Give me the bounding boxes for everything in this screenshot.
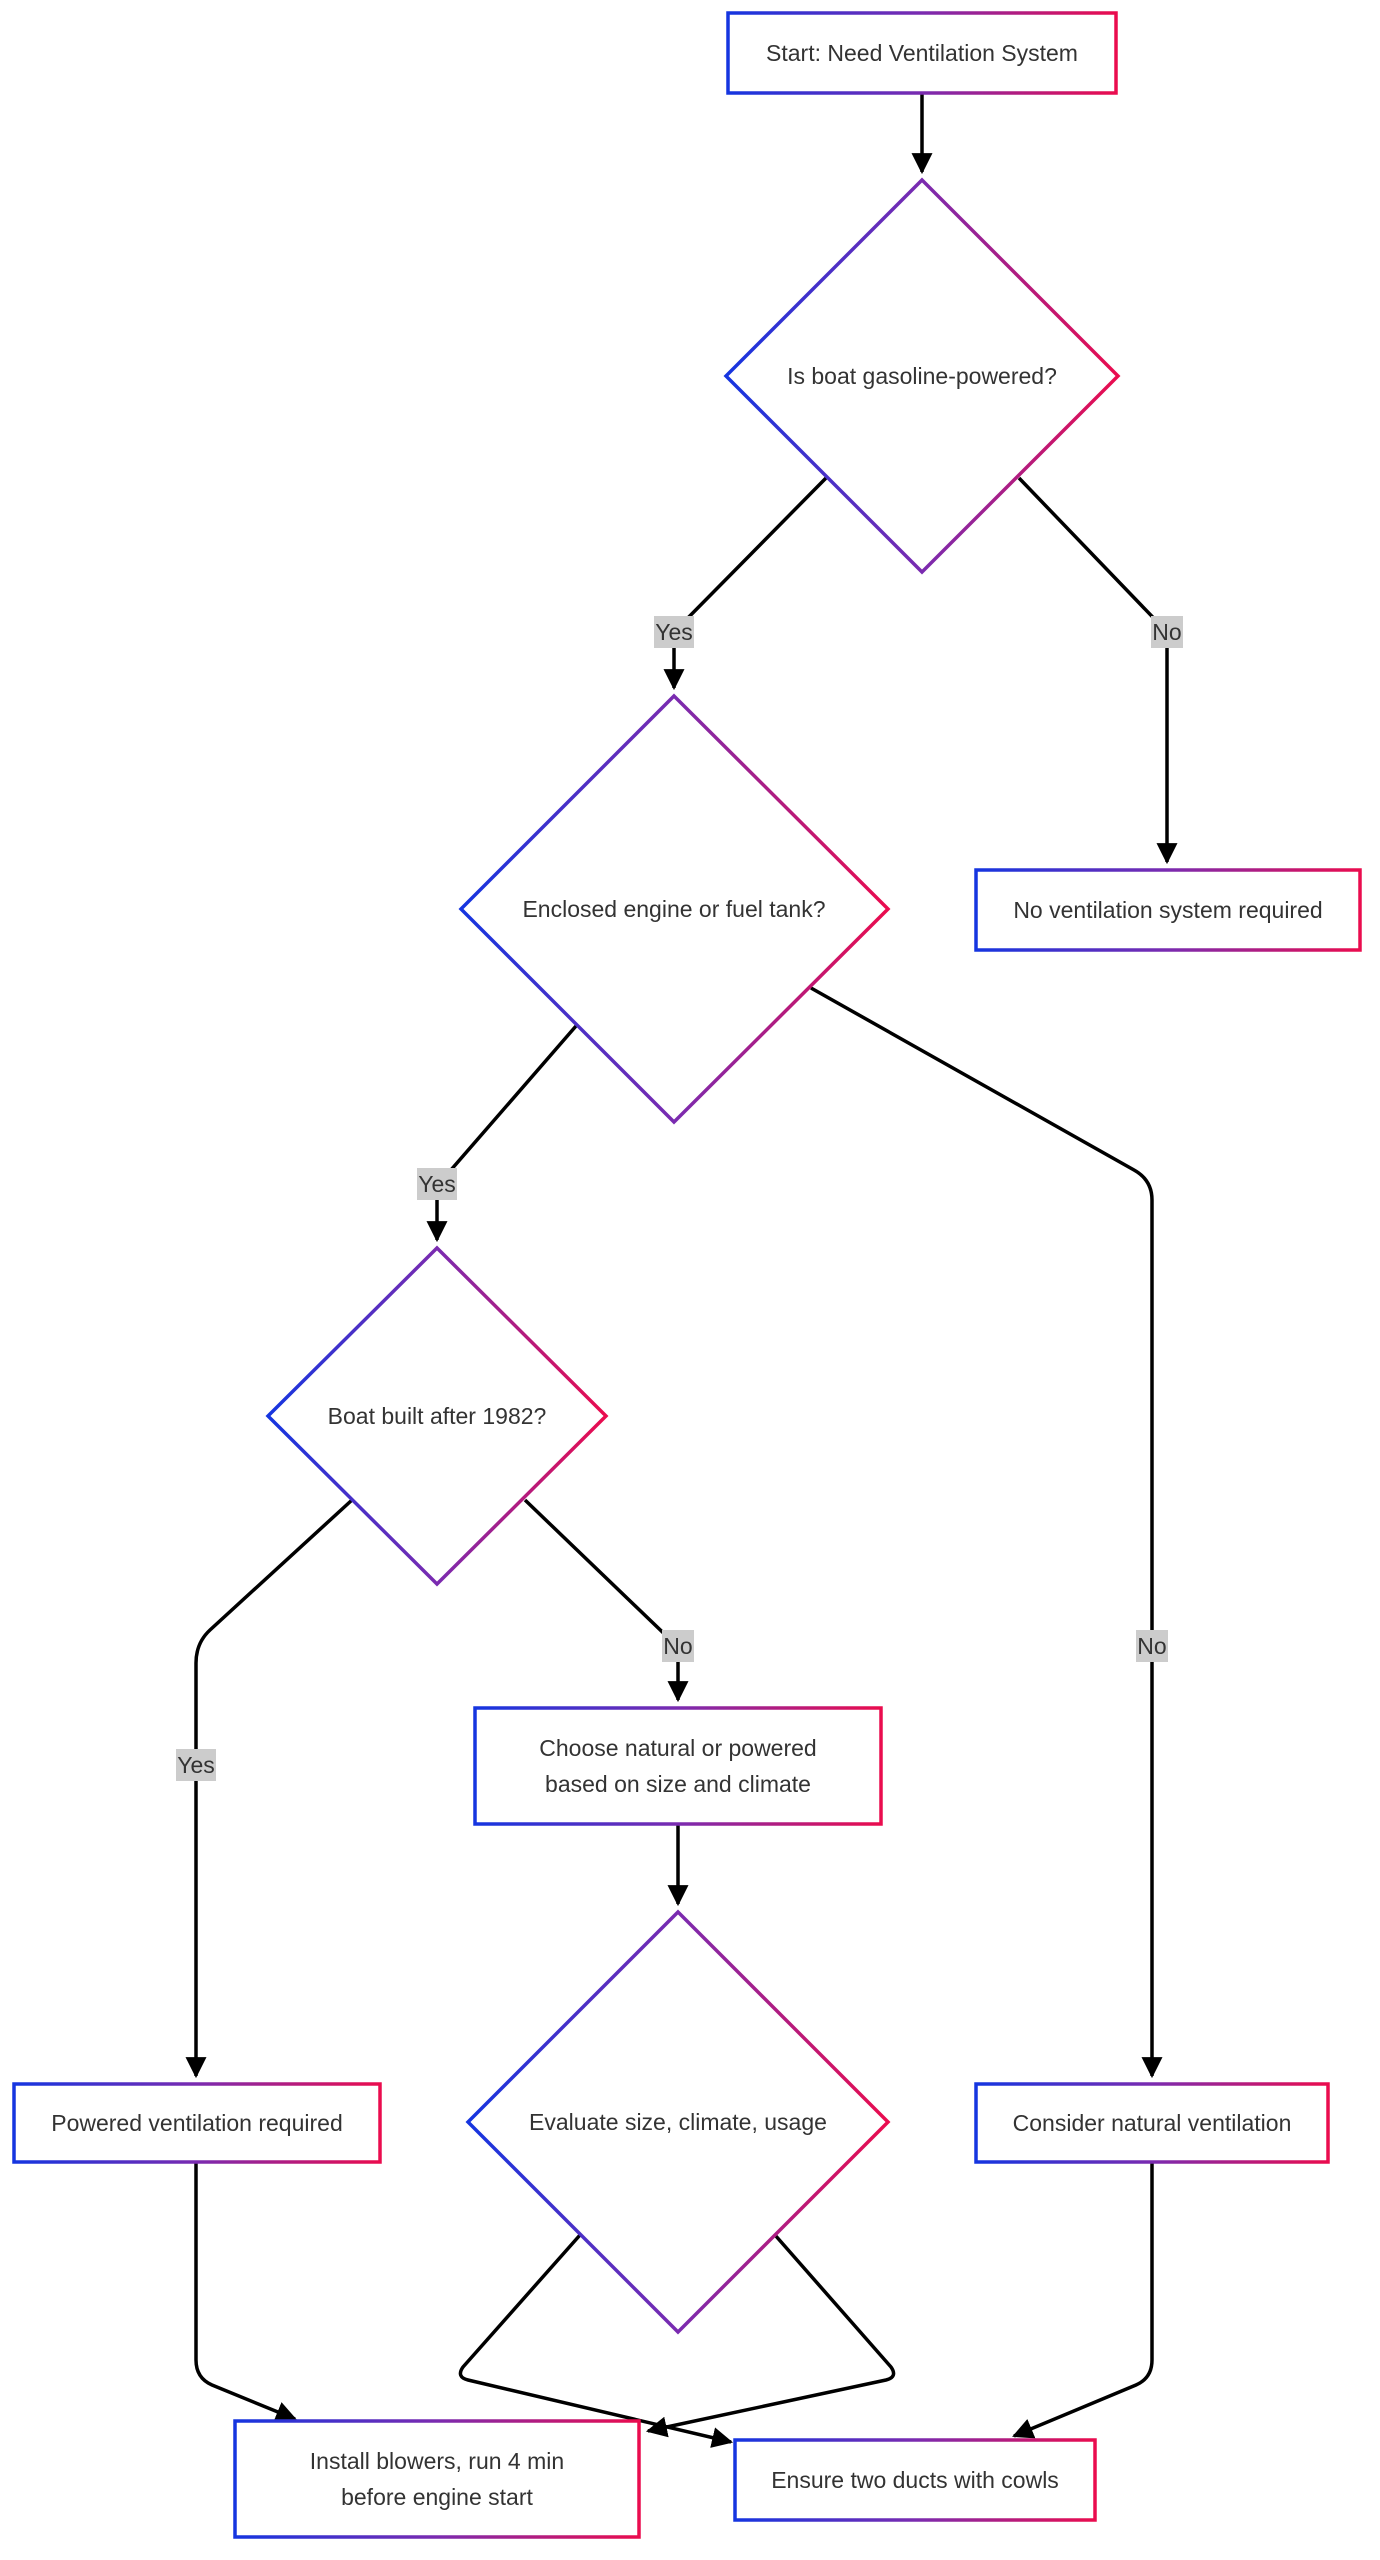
- no-ventilation-node: No ventilation system required: [974, 868, 1362, 952]
- edge-label-enclosed-no: No: [1136, 1630, 1168, 1662]
- edge-gasoline-no: [1017, 476, 1178, 865]
- start-node: Start: Need Ventilation System: [726, 11, 1118, 95]
- ensure-ducts-node: Ensure two ducts with cowls: [733, 2438, 1097, 2522]
- powered-ventilation-node: Powered ventilation required: [12, 2082, 382, 2164]
- edge-label-gasoline-no: No: [1151, 616, 1183, 648]
- edge-gasoline-yes: [663, 476, 828, 691]
- edge-enclosed-no: [810, 986, 1163, 2079]
- svg-text:Powered ventilation required: Powered ventilation required: [51, 2110, 343, 2136]
- decision-evaluate-size-climate: Evaluate size, climate, usage: [465, 1909, 891, 2335]
- edge-label-gasoline-yes: Yes: [654, 616, 694, 648]
- edge-after1982-yes: [185, 1498, 354, 2079]
- edge-evaluate-to-ducts: [458, 2233, 734, 2448]
- svg-text:No ventilation system required: No ventilation system required: [1013, 897, 1322, 923]
- svg-text:Boat built after 1982?: Boat built after 1982?: [328, 1403, 547, 1429]
- install-blowers-node: Install blowers, run 4 min before engine…: [233, 2419, 641, 2539]
- svg-text:Enclosed engine or fuel tank?: Enclosed engine or fuel tank?: [522, 896, 825, 922]
- edge-label-enclosed-yes: Yes: [417, 1168, 457, 1200]
- svg-text:Yes: Yes: [177, 1752, 215, 1778]
- svg-text:No: No: [1152, 619, 1181, 645]
- edge-natural-to-ducts: [1012, 2162, 1154, 2439]
- edges: [185, 93, 1178, 2448]
- edge-labels: Yes No Yes No Yes No: [176, 616, 1183, 1781]
- svg-text:Start: Need Ventilation System: Start: Need Ventilation System: [766, 40, 1078, 66]
- svg-text:Install blowers, run 4 min: Install blowers, run 4 min: [310, 2448, 564, 2474]
- svg-text:Choose natural or powered: Choose natural or powered: [539, 1735, 816, 1761]
- svg-text:Ensure two ducts with cowls: Ensure two ducts with cowls: [771, 2467, 1059, 2493]
- edge-label-after1982-yes: Yes: [176, 1749, 216, 1781]
- svg-text:Yes: Yes: [418, 1171, 456, 1197]
- svg-text:Evaluate size, climate, usage: Evaluate size, climate, usage: [529, 2109, 827, 2135]
- svg-text:Is boat gasoline-powered?: Is boat gasoline-powered?: [787, 363, 1057, 389]
- choose-natural-or-powered-node: Choose natural or powered based on size …: [473, 1706, 883, 1826]
- svg-text:No: No: [663, 1633, 692, 1659]
- svg-text:based on size and climate: based on size and climate: [545, 1771, 811, 1797]
- svg-text:Consider natural ventilation: Consider natural ventilation: [1013, 2110, 1292, 2136]
- edge-evaluate-to-install: [645, 2233, 896, 2438]
- svg-text:before engine start: before engine start: [341, 2484, 533, 2510]
- decision-gasoline-powered: Is boat gasoline-powered?: [723, 177, 1121, 575]
- edge-powered-to-install: [194, 2162, 297, 2422]
- decision-built-after-1982: Boat built after 1982?: [265, 1245, 609, 1587]
- edge-label-after1982-no: No: [662, 1630, 694, 1662]
- svg-text:No: No: [1137, 1633, 1166, 1659]
- nodes: Start: Need Ventilation System Is boat g…: [12, 11, 1362, 2539]
- edge-enclosed-yes: [426, 1024, 578, 1243]
- natural-ventilation-node: Consider natural ventilation: [974, 2082, 1330, 2164]
- edge-after1982-no: [523, 1498, 689, 1703]
- svg-text:Yes: Yes: [655, 619, 693, 645]
- decision-enclosed-engine: Enclosed engine or fuel tank?: [458, 693, 891, 1125]
